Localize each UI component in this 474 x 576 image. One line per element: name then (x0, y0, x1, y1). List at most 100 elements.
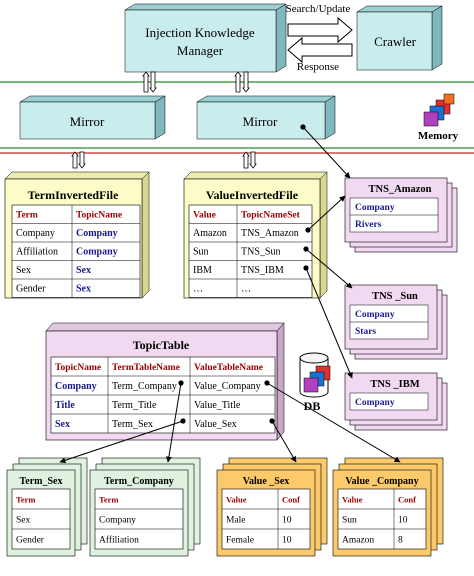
bottom-table-header-0: Value (342, 495, 363, 505)
manager-label-line2: Manager (177, 43, 224, 58)
term-inverted-title: TermInvertedFile (28, 188, 120, 202)
response-label: Response (297, 61, 339, 73)
value-inverted-row: Amazon TNS_Amazon (193, 228, 299, 239)
tns-title: TNS _Sun (372, 291, 418, 302)
bottom-table-title: Term_Sex (20, 476, 63, 487)
term-inverted-cell: Company (76, 247, 118, 258)
topic-table-header-1: TermTableName (112, 363, 180, 373)
value-inverted-cell: Sun (193, 247, 209, 258)
topic-table-header-2: ValueTableName (194, 363, 263, 373)
bottom-table-title: Term_Company (104, 476, 174, 487)
bottom-table-title: Value _Company (345, 476, 418, 487)
pointer-connector (264, 380, 401, 463)
topic-table-cell: Term_Sex (112, 419, 153, 430)
db-icon (299, 352, 331, 398)
term-inverted-cell: Company (76, 228, 118, 239)
bottom-table-title: Value _Sex (243, 476, 290, 487)
topic-table-cell: Term_Company (112, 381, 177, 392)
pointer-connector (303, 265, 353, 379)
tns-item: Rivers (355, 220, 382, 230)
bottom-table-row: Sex (16, 516, 31, 526)
tns-title: TNS_Amazon (368, 184, 431, 195)
tns-panel: TNS _IBM Company (344, 372, 448, 431)
tns-item: Company (355, 398, 395, 408)
connectors (59, 124, 401, 464)
value-inverted-cell: Amazon (193, 228, 227, 239)
mirror-left-label: Mirror (70, 114, 105, 129)
value-inverted-header-1: TopicNameSet (241, 211, 301, 221)
bottom-tables: Term_SexTermSexGenderTerm_CompanyTermCom… (6, 457, 444, 557)
bottom-table-row: Affiliation (99, 535, 139, 546)
pointer-connector (300, 124, 351, 179)
mirror-value-arrows (242, 151, 257, 169)
bottom-table-cell: Sun (342, 516, 357, 526)
pointer-connector (269, 418, 297, 463)
manager-mirror-right-arrows (234, 71, 250, 93)
topic-table-header-0: TopicName (55, 363, 101, 373)
value-inverted-cell: … (241, 284, 251, 295)
value-inverted-cell: IBM (193, 265, 212, 276)
term-inverted-cell: Sex (16, 265, 31, 276)
db-label: DB (304, 399, 321, 413)
mirror-right-label: Mirror (243, 114, 278, 129)
term-inverted-cell: Gender (16, 284, 46, 295)
bottom-table-cell: Affiliation (99, 535, 139, 546)
crawler-label: Crawler (374, 34, 417, 49)
term-inverted-row: Sex Sex (16, 265, 91, 276)
bottom-table-row: Gender (16, 536, 45, 546)
search-update-arrow (287, 16, 353, 44)
bottom-table-cell: Gender (16, 536, 45, 546)
bottom-table-cell: 10 (282, 536, 292, 546)
term-inverted-header-1: TopicName (76, 211, 122, 221)
topic-table-cell: Value_Company (194, 381, 261, 392)
term-inverted-header-0: Term (16, 211, 38, 221)
topic-table-cell: Sex (55, 419, 70, 430)
topic-table-cell: Company (55, 381, 97, 392)
value-inverted-cell: TNS_Amazon (241, 228, 299, 239)
memory-label: Memory (418, 130, 459, 142)
tns-title: TNS _IBM (370, 379, 419, 390)
topic-table-cell: Term_Title (112, 400, 157, 411)
term-inverted-row: Company Company (16, 228, 118, 239)
manager-mirror-left-arrows (142, 71, 157, 93)
search-update-label: Search/Update (286, 3, 351, 15)
term-inverted-cell: Sex (76, 265, 91, 276)
bottom-table-row: Male 10 (226, 516, 292, 526)
bottom-table-cell: Male (226, 516, 246, 526)
injection-knowledge-manager: Injection Knowledge Manager (124, 3, 287, 73)
value-inverted-cell: … (193, 284, 203, 295)
topic-table-cell: Value_Sex (194, 419, 237, 430)
mirror-right: Mirror (196, 95, 336, 140)
value-inverted-row: IBM TNS_IBM (193, 265, 284, 276)
term-inverted-cell: Company (16, 228, 55, 239)
term-inverted-cell: Affiliation (16, 247, 58, 258)
value-inverted-row: …… (193, 284, 251, 295)
bottom-table-cell: 10 (282, 516, 292, 526)
tns-item: Company (355, 310, 395, 320)
value-inverted-cell: TNS_IBM (241, 265, 284, 276)
response-arrow (287, 36, 353, 64)
pointer-connector (305, 195, 346, 233)
term-inverted-cell: Sex (76, 284, 91, 295)
topic-table-row: Sex Term_Sex Value_Sex (55, 419, 237, 430)
tns-item: Stars (355, 327, 376, 337)
bottom-table-cell: 10 (398, 516, 408, 526)
pointer-connector (59, 418, 186, 464)
pointer-connector (303, 246, 353, 289)
topic-table-cell: Value_Title (194, 400, 241, 411)
value-inverted-title: ValueInvertedFile (206, 188, 299, 202)
